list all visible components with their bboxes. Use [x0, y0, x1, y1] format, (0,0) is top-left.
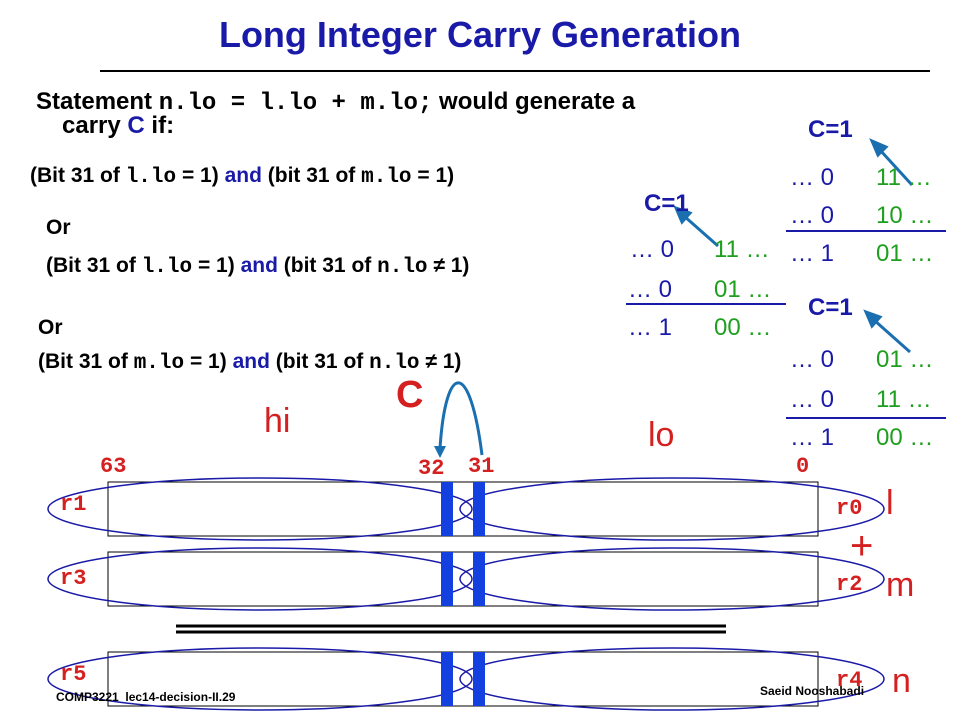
register-r4-label: r4	[836, 668, 863, 693]
register-r3-label: r3	[60, 566, 87, 591]
example-3-row-1-a: … 0	[790, 346, 835, 373]
condition-and: and	[240, 254, 278, 277]
or-label-2: Or	[38, 316, 63, 339]
carry-arrow-2-head	[673, 205, 693, 225]
condition-and: and	[224, 164, 262, 187]
plus-label: +	[850, 524, 874, 568]
condition-2: (Bit 31 of l.lo = 1) and (bit 31 of n.lo…	[46, 254, 469, 279]
statement-line2-suffix: if:	[151, 112, 175, 139]
condition-code: n.lo	[369, 352, 420, 375]
lo-label: lo	[648, 416, 675, 454]
condition-text: ≠ 1)	[433, 254, 470, 277]
carry-symbol: C	[127, 112, 145, 139]
carry-label: C	[396, 374, 424, 416]
var-m-label: m	[886, 566, 915, 604]
condition-code: m.lo	[361, 166, 412, 189]
bit-32-label: 32	[418, 456, 445, 481]
condition-text: = 1)	[197, 254, 235, 277]
example-3-row-2-a: … 0	[790, 386, 835, 413]
example-3-row-2-b: 11 …	[876, 386, 932, 413]
register-row-m	[47, 547, 885, 611]
register-row-n	[47, 647, 885, 711]
statement-line-1: Statement n.lo = l.lo + m.lo; would gene…	[36, 88, 635, 117]
register-r1-label: r1	[60, 492, 87, 517]
carry-arrow-1	[878, 148, 914, 187]
condition-3: (Bit 31 of m.lo = 1) and (bit 31 of n.lo…	[38, 350, 461, 375]
example-2-row-2-b: 01 …	[714, 276, 772, 303]
register-row-l	[47, 477, 885, 541]
var-n-label: n	[892, 662, 911, 700]
carry-arc-head	[434, 446, 446, 458]
carry-arrow-3	[873, 318, 911, 354]
condition-and: and	[232, 350, 270, 373]
condition-code: l.lo	[141, 256, 193, 279]
condition-code: n.lo	[377, 256, 428, 279]
statement-prefix: Statement	[36, 88, 153, 115]
example-2-row-3-a: … 1	[628, 314, 673, 341]
condition-text: (bit 31 of	[283, 254, 372, 277]
example-1-row-2-a: … 0	[790, 202, 835, 229]
register-r0-label: r0	[836, 496, 863, 521]
condition-text: (Bit 31 of	[30, 164, 120, 187]
bit-0-label: 0	[796, 454, 810, 479]
example-1-row-2-b: 10 …	[876, 202, 934, 229]
statement-line2-prefix: carry	[62, 112, 121, 139]
example-3-row-1-b: 01 …	[876, 346, 934, 373]
example-1-carry: C=1	[808, 116, 853, 143]
register-r2-label: r2	[836, 572, 863, 597]
statement-line-2: carry C if:	[62, 112, 174, 140]
condition-text: = 1)	[181, 164, 219, 187]
example-2-row-2-a: … 0	[628, 276, 673, 303]
statement-code: n.lo = l.lo + m.lo;	[158, 90, 433, 117]
example-2-row-1-a: … 0	[630, 236, 675, 263]
example-3-carry: C=1	[808, 294, 853, 321]
statement-suffix: would generate a	[439, 88, 636, 115]
carry-arrow-3-head	[863, 309, 883, 329]
condition-text: (Bit 31 of	[46, 254, 136, 277]
bit-63-label: 63	[100, 454, 127, 479]
example-2-row-1-b: 11 …	[714, 236, 770, 263]
condition-text: = 1)	[417, 164, 455, 187]
example-1-row-3-a: … 1	[790, 240, 835, 267]
register-r5-label: r5	[60, 662, 87, 687]
page-title: Long Integer Carry Generation	[218, 14, 742, 55]
example-2-carry: C=1	[644, 190, 689, 217]
example-1-row-3-b: 01 …	[876, 240, 934, 267]
bit-31-label: 31	[468, 454, 495, 479]
carry-arc	[438, 381, 484, 456]
condition-1: (Bit 31 of l.lo = 1) and (bit 31 of m.lo…	[30, 164, 454, 189]
footer-course: COMP3221 lec14-decision-II.29	[56, 690, 236, 704]
condition-text: = 1)	[189, 350, 227, 373]
condition-code: m.lo	[133, 352, 185, 375]
condition-text: ≠ 1)	[425, 350, 462, 373]
carry-arrow-2	[683, 214, 719, 248]
condition-text: (bit 31 of	[275, 350, 364, 373]
var-l-label: l	[886, 484, 894, 522]
example-1-row-1-b: 11 …	[876, 164, 932, 191]
footer-author: Saeid Nooshabadi	[760, 684, 865, 698]
example-3-row-3-a: … 1	[790, 424, 835, 451]
or-label-1: Or	[46, 216, 71, 239]
condition-text: (bit 31 of	[267, 164, 356, 187]
hi-label: hi	[264, 402, 291, 440]
example-1-row-1-a: … 0	[790, 164, 835, 191]
example-2-row-3-b: 00 …	[714, 314, 772, 341]
condition-text: (Bit 31 of	[38, 350, 128, 373]
title-divider	[100, 70, 930, 72]
carry-arrow-1-head	[869, 138, 889, 158]
example-3-row-3-b: 00 …	[876, 424, 934, 451]
condition-code: l.lo	[125, 166, 177, 189]
